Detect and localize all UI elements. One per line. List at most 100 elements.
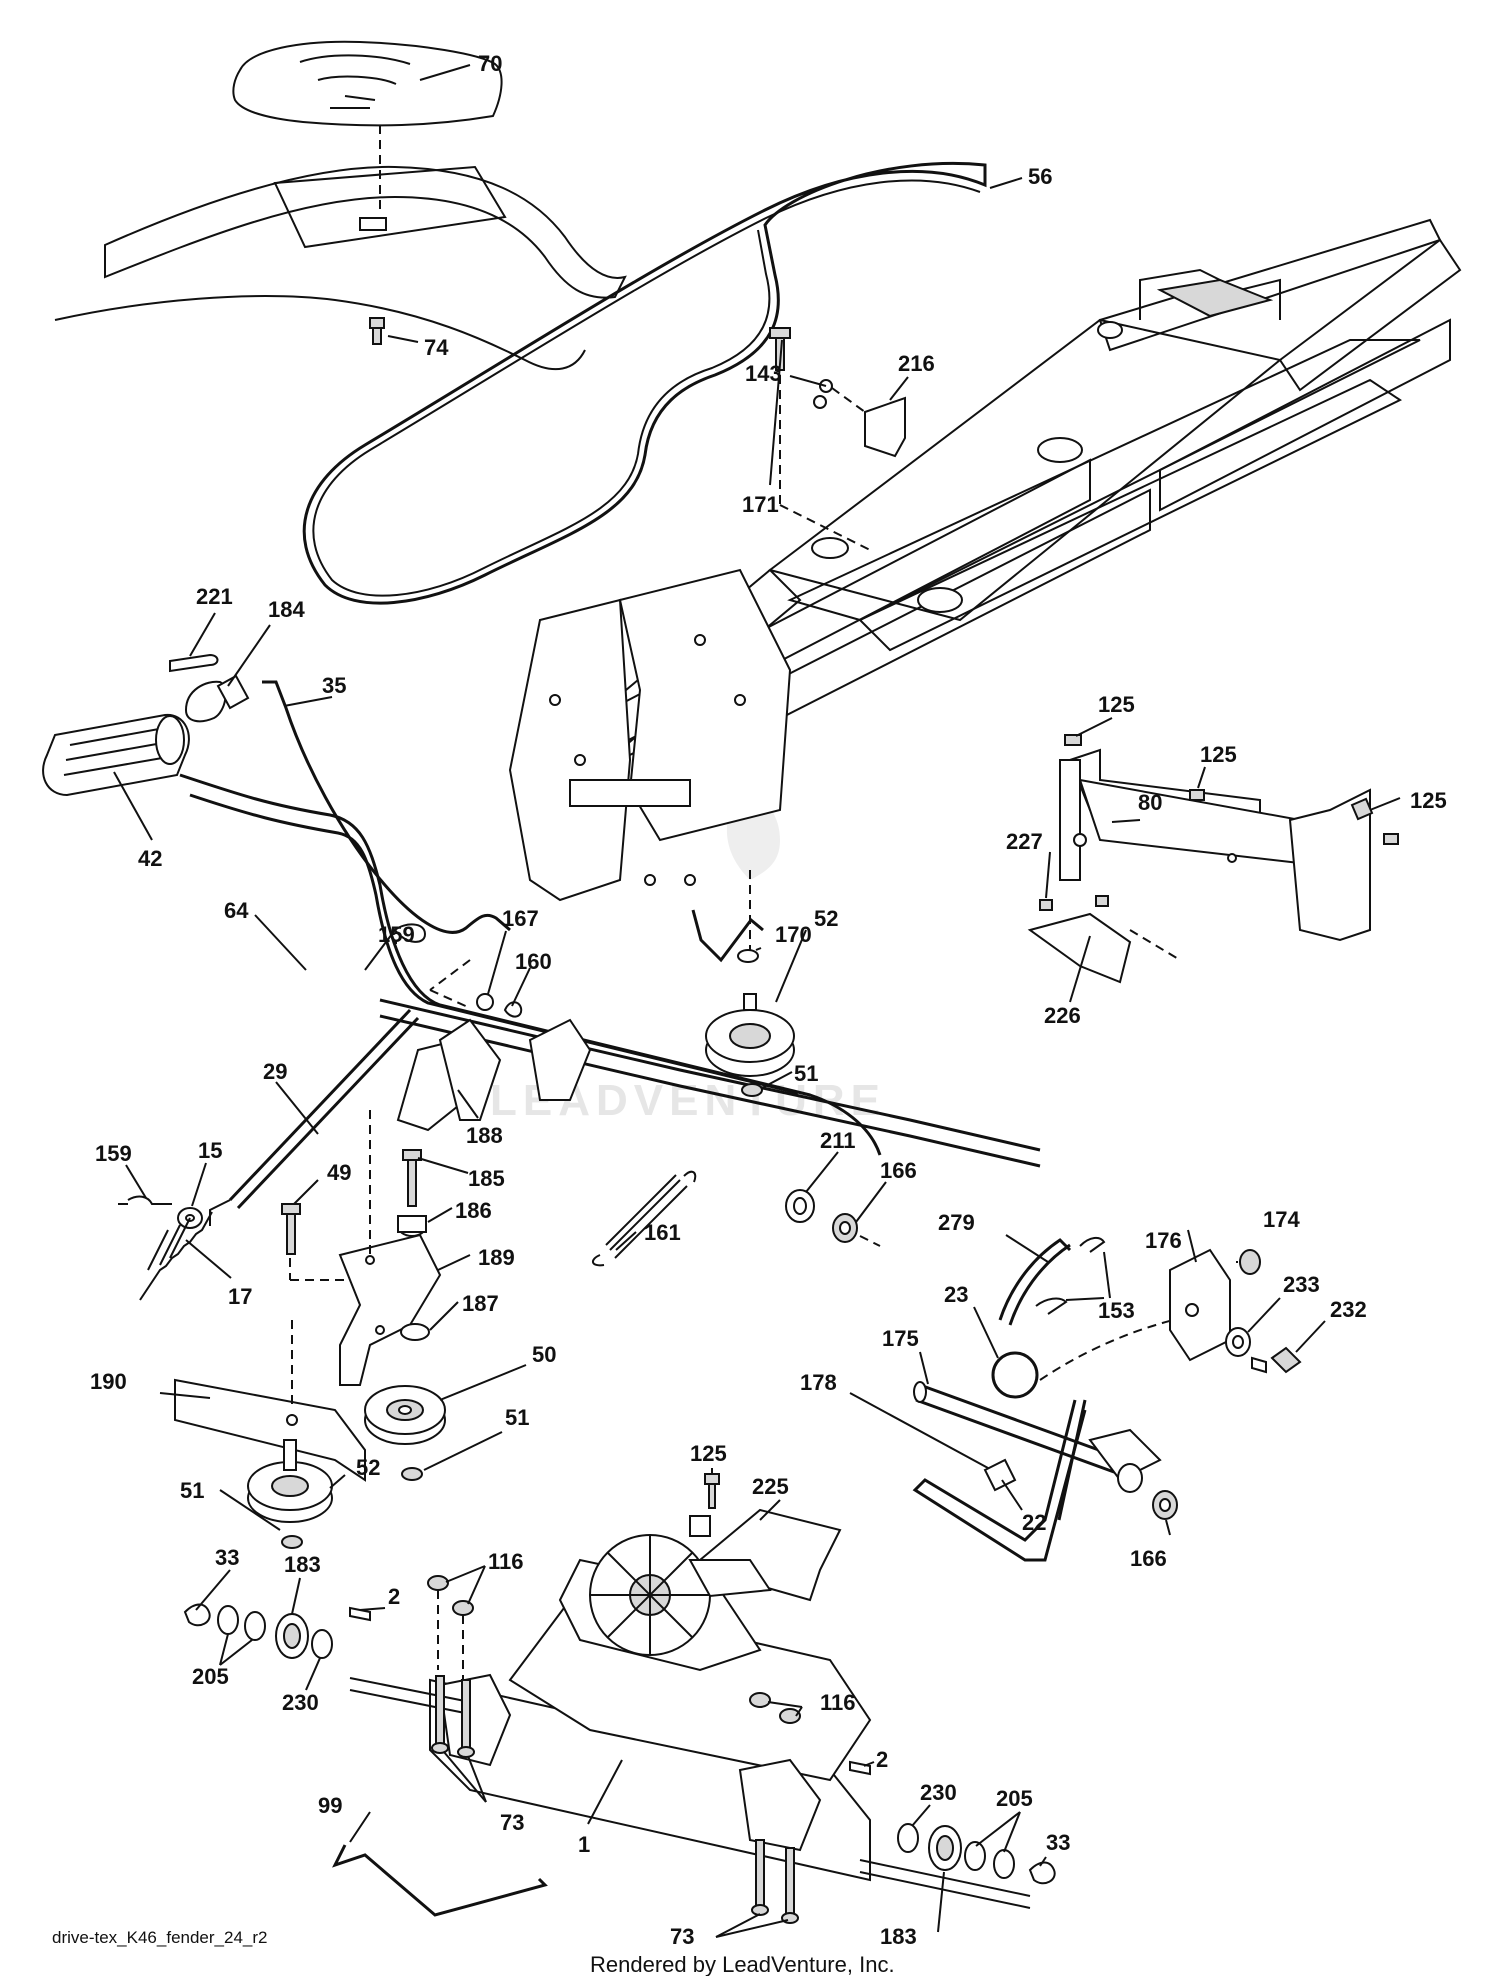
part-label-2-a: 2 — [388, 1584, 400, 1609]
part-label-153: 153 — [1098, 1298, 1135, 1323]
clip-160 — [429, 959, 523, 1018]
part-label-22: 22 — [1022, 1510, 1046, 1535]
bushing-211 — [785, 1189, 815, 1223]
pedal-grip-42 — [42, 713, 190, 797]
part-label-174: 174 — [1263, 1207, 1300, 1232]
bolt-125-lower — [704, 1473, 720, 1509]
rod-29 — [209, 1008, 420, 1226]
bracket-176 — [1169, 1248, 1231, 1362]
part-label-183-b: 183 — [880, 1924, 917, 1949]
part-label-161: 161 — [644, 1220, 681, 1245]
washer-233 — [1225, 1327, 1251, 1357]
nut-51-left — [281, 1535, 303, 1549]
diagram-id: drive-tex_K46_fender_24_r2 — [52, 1928, 267, 1947]
spring-161 — [592, 1170, 697, 1267]
part-label-99: 99 — [318, 1793, 342, 1818]
bracket-80 — [1059, 748, 1371, 942]
part-label-70: 70 — [478, 51, 502, 76]
bushing-167 — [476, 993, 494, 1011]
part-label-178: 178 — [800, 1370, 837, 1395]
washer-166-top — [832, 1213, 881, 1247]
axle-hardware-right — [897, 1823, 1056, 1885]
part-label-170: 170 — [775, 922, 812, 947]
part-label-279: 279 — [938, 1210, 975, 1235]
part-label-80: 80 — [1138, 790, 1162, 815]
part-label-49: 49 — [327, 1160, 351, 1185]
part-label-227: 227 — [1006, 829, 1043, 854]
part-label-33-a: 33 — [215, 1545, 239, 1570]
part-label-2-b: 2 — [876, 1747, 888, 1772]
part-label-216: 216 — [898, 351, 935, 376]
part-label-56: 56 — [1028, 164, 1052, 189]
knob-184 — [184, 674, 250, 723]
bolts-73-right — [751, 1839, 799, 1924]
part-label-125-b: 125 — [1200, 742, 1237, 767]
clip-159-lower — [118, 1195, 172, 1205]
bolt-232 — [1251, 1346, 1302, 1374]
nuts-116-top — [427, 1575, 474, 1680]
idler-bracket-189 — [338, 1110, 442, 1386]
clip-159-top — [364, 923, 427, 971]
pulley-52-right — [705, 993, 795, 1077]
part-label-64: 64 — [224, 898, 249, 923]
part-label-205-a: 205 — [192, 1664, 229, 1689]
idler-pulley-50 — [364, 1385, 446, 1445]
ring-23 — [991, 1351, 1039, 1399]
part-label-188: 188 — [466, 1123, 503, 1148]
bracket-226 — [1027, 912, 1181, 984]
part-label-125-a: 125 — [1098, 692, 1135, 717]
washer-187 — [400, 1323, 430, 1341]
bolts-73-left — [431, 1675, 475, 1758]
bolts-227 — [1039, 895, 1109, 911]
part-label-166-b: 166 — [1130, 1546, 1167, 1571]
part-label-125-d: 125 — [690, 1441, 727, 1466]
part-label-143: 143 — [745, 361, 782, 386]
part-label-230-b: 230 — [920, 1780, 957, 1805]
axle-hardware-left — [183, 1603, 371, 1659]
part-label-186: 186 — [455, 1198, 492, 1223]
part-label-52-b: 52 — [356, 1455, 380, 1480]
part-label-73-a: 73 — [500, 1810, 524, 1835]
part-label-159-b: 159 — [95, 1141, 132, 1166]
part-label-190: 190 — [90, 1369, 127, 1394]
bracket-190 — [174, 1320, 366, 1482]
part-label-52-a: 52 — [814, 906, 838, 931]
bracket-170 — [691, 870, 764, 963]
part-label-221: 221 — [196, 584, 233, 609]
tractor-frame-part — [508, 218, 1462, 902]
washer-166-lower — [1152, 1490, 1178, 1520]
part-label-166-a: 166 — [880, 1158, 917, 1183]
part-label-225: 225 — [752, 1474, 789, 1499]
spring-17 — [139, 1211, 213, 1301]
brake-shaft-188 — [379, 998, 1041, 1168]
part-label-185: 185 — [468, 1166, 505, 1191]
part-label-74: 74 — [424, 335, 449, 360]
part-label-205-b: 205 — [996, 1786, 1033, 1811]
part-label-226: 226 — [1044, 1003, 1081, 1028]
part-label-171: 171 — [742, 492, 779, 517]
bolt-185 — [402, 1149, 422, 1207]
part-label-125-c: 125 — [1410, 788, 1447, 813]
bracket-216 — [813, 379, 906, 458]
part-label-29: 29 — [263, 1059, 287, 1084]
rod-279 — [998, 1238, 1072, 1326]
rod-99 — [332, 1844, 548, 1917]
bolt-74 — [369, 317, 385, 345]
part-label-167: 167 — [502, 906, 539, 931]
part-label-42: 42 — [138, 846, 162, 871]
leader-lines — [113, 64, 1401, 1938]
part-label-15: 15 — [198, 1138, 222, 1163]
part-label-33-b: 33 — [1046, 1830, 1070, 1855]
part-label-116-b: 116 — [820, 1690, 856, 1715]
part-label-184: 184 — [268, 597, 305, 622]
part-label-17: 17 — [228, 1284, 252, 1309]
nut-51-right — [741, 1083, 763, 1097]
render-credit: Rendered by LeadVenture, Inc. — [590, 1952, 895, 1976]
part-label-35: 35 — [322, 673, 346, 698]
nut-51-center — [401, 1467, 423, 1481]
part-label-187: 187 — [462, 1291, 499, 1316]
part-label-51-a: 51 — [794, 1061, 818, 1086]
nuts-116-right — [749, 1692, 801, 1724]
part-label-189: 189 — [478, 1245, 515, 1270]
